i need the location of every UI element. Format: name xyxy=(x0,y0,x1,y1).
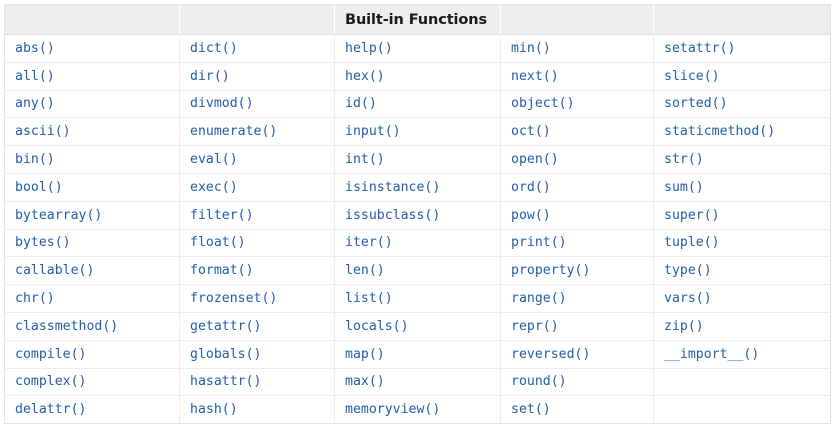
function-link-cell[interactable]: reversed() xyxy=(500,340,654,369)
table-row: ascii()enumerate()input()oct()staticmeth… xyxy=(4,117,831,147)
function-link-cell[interactable]: bytes() xyxy=(4,229,180,258)
function-link-cell[interactable]: input() xyxy=(334,117,501,147)
page-container: Built-in Functions abs()dict()help()min(… xyxy=(4,4,831,424)
function-link-cell[interactable]: super() xyxy=(653,201,831,230)
function-link-cell[interactable]: eval() xyxy=(179,145,335,174)
builtin-functions-table: Built-in Functions abs()dict()help()min(… xyxy=(4,4,831,424)
table-row: bool()exec()isinstance()ord()sum() xyxy=(4,173,831,202)
function-link-cell[interactable]: id() xyxy=(334,90,501,119)
function-link-cell[interactable]: enumerate() xyxy=(179,117,335,147)
function-link-cell[interactable]: any() xyxy=(4,90,180,119)
function-link-cell[interactable]: issubclass() xyxy=(334,201,501,230)
function-link-cell[interactable]: isinstance() xyxy=(334,173,501,202)
function-link-cell[interactable]: dict() xyxy=(179,34,335,63)
table-row: delattr()hash()memoryview()set() xyxy=(4,395,831,424)
function-link-cell[interactable]: delattr() xyxy=(4,395,180,424)
function-link-cell[interactable]: getattr() xyxy=(179,312,335,341)
table-cell-empty xyxy=(653,368,831,397)
function-link-cell[interactable]: callable() xyxy=(4,256,180,286)
function-link-cell[interactable]: round() xyxy=(500,368,654,397)
table-row: complex()hasattr()max()round() xyxy=(4,368,831,397)
function-link-cell[interactable]: len() xyxy=(334,256,501,286)
function-link-cell[interactable]: filter() xyxy=(179,201,335,230)
function-link-cell[interactable]: bin() xyxy=(4,145,180,174)
function-link-cell[interactable]: tuple() xyxy=(653,229,831,258)
function-link-cell[interactable]: chr() xyxy=(4,284,180,313)
function-link-cell[interactable]: __import__() xyxy=(653,340,831,369)
table-row: all()dir()hex()next()slice() xyxy=(4,62,831,91)
function-link-cell[interactable]: help() xyxy=(334,34,501,63)
function-link-cell[interactable]: float() xyxy=(179,229,335,258)
function-link-cell[interactable]: str() xyxy=(653,145,831,174)
table-cell-empty xyxy=(653,395,831,424)
function-link-cell[interactable]: divmod() xyxy=(179,90,335,119)
function-link-cell[interactable]: pow() xyxy=(500,201,654,230)
table-row: bin()eval()int()open()str() xyxy=(4,145,831,174)
function-link-cell[interactable]: int() xyxy=(334,145,501,174)
table-row: any()divmod()id()object()sorted() xyxy=(4,90,831,119)
function-link-cell[interactable]: bool() xyxy=(4,173,180,202)
function-link-cell[interactable]: all() xyxy=(4,62,180,91)
function-link-cell[interactable]: sorted() xyxy=(653,90,831,119)
function-link-cell[interactable]: abs() xyxy=(4,34,180,63)
function-link-cell[interactable]: min() xyxy=(500,34,654,63)
table-row: classmethod()getattr()locals()repr()zip(… xyxy=(4,312,831,341)
function-link-cell[interactable]: frozenset() xyxy=(179,284,335,313)
function-link-cell[interactable]: list() xyxy=(334,284,501,313)
function-link-cell[interactable]: hash() xyxy=(179,395,335,424)
table-title-header-cell: Built-in Functions xyxy=(334,4,501,35)
function-link-cell[interactable]: object() xyxy=(500,90,654,119)
table-header: Built-in Functions xyxy=(4,4,831,35)
function-link-cell[interactable]: set() xyxy=(500,395,654,424)
function-link-cell[interactable]: type() xyxy=(653,256,831,286)
function-link-cell[interactable]: open() xyxy=(500,145,654,174)
function-link-cell[interactable]: exec() xyxy=(179,173,335,202)
function-link-cell[interactable]: ord() xyxy=(500,173,654,202)
function-link-cell[interactable]: next() xyxy=(500,62,654,91)
function-link-cell[interactable]: classmethod() xyxy=(4,312,180,341)
function-link-cell[interactable]: slice() xyxy=(653,62,831,91)
table-body: abs()dict()help()min()setattr()all()dir(… xyxy=(4,34,831,424)
function-link-cell[interactable]: repr() xyxy=(500,312,654,341)
function-link-cell[interactable]: oct() xyxy=(500,117,654,147)
function-link-cell[interactable]: staticmethod() xyxy=(653,117,831,147)
function-link-cell[interactable]: compile() xyxy=(4,340,180,369)
function-link-cell[interactable]: vars() xyxy=(653,284,831,313)
function-link-cell[interactable]: max() xyxy=(334,368,501,397)
table-header-cell-2 xyxy=(179,4,335,35)
function-link-cell[interactable]: dir() xyxy=(179,62,335,91)
table-row: callable()format()len()property()type() xyxy=(4,256,831,286)
function-link-cell[interactable]: sum() xyxy=(653,173,831,202)
function-link-cell[interactable]: locals() xyxy=(334,312,501,341)
function-link-cell[interactable]: hex() xyxy=(334,62,501,91)
table-header-cell-4 xyxy=(500,4,654,35)
table-header-cell-1 xyxy=(4,4,180,35)
table-row: abs()dict()help()min()setattr() xyxy=(4,34,831,63)
function-link-cell[interactable]: setattr() xyxy=(653,34,831,63)
function-link-cell[interactable]: print() xyxy=(500,229,654,258)
table-header-cell-5 xyxy=(653,4,831,35)
function-link-cell[interactable]: hasattr() xyxy=(179,368,335,397)
function-link-cell[interactable]: map() xyxy=(334,340,501,369)
table-row: bytearray()filter()issubclass()pow()supe… xyxy=(4,201,831,230)
function-link-cell[interactable]: globals() xyxy=(179,340,335,369)
function-link-cell[interactable]: iter() xyxy=(334,229,501,258)
table-header-row: Built-in Functions xyxy=(4,4,831,35)
function-link-cell[interactable]: property() xyxy=(500,256,654,286)
function-link-cell[interactable]: range() xyxy=(500,284,654,313)
function-link-cell[interactable]: bytearray() xyxy=(4,201,180,230)
function-link-cell[interactable]: complex() xyxy=(4,368,180,397)
function-link-cell[interactable]: format() xyxy=(179,256,335,286)
table-row: bytes()float()iter()print()tuple() xyxy=(4,229,831,258)
table-row: chr()frozenset()list()range()vars() xyxy=(4,284,831,313)
table-row: compile()globals()map()reversed()__impor… xyxy=(4,340,831,369)
function-link-cell[interactable]: zip() xyxy=(653,312,831,341)
function-link-cell[interactable]: ascii() xyxy=(4,117,180,147)
function-link-cell[interactable]: memoryview() xyxy=(334,395,501,424)
